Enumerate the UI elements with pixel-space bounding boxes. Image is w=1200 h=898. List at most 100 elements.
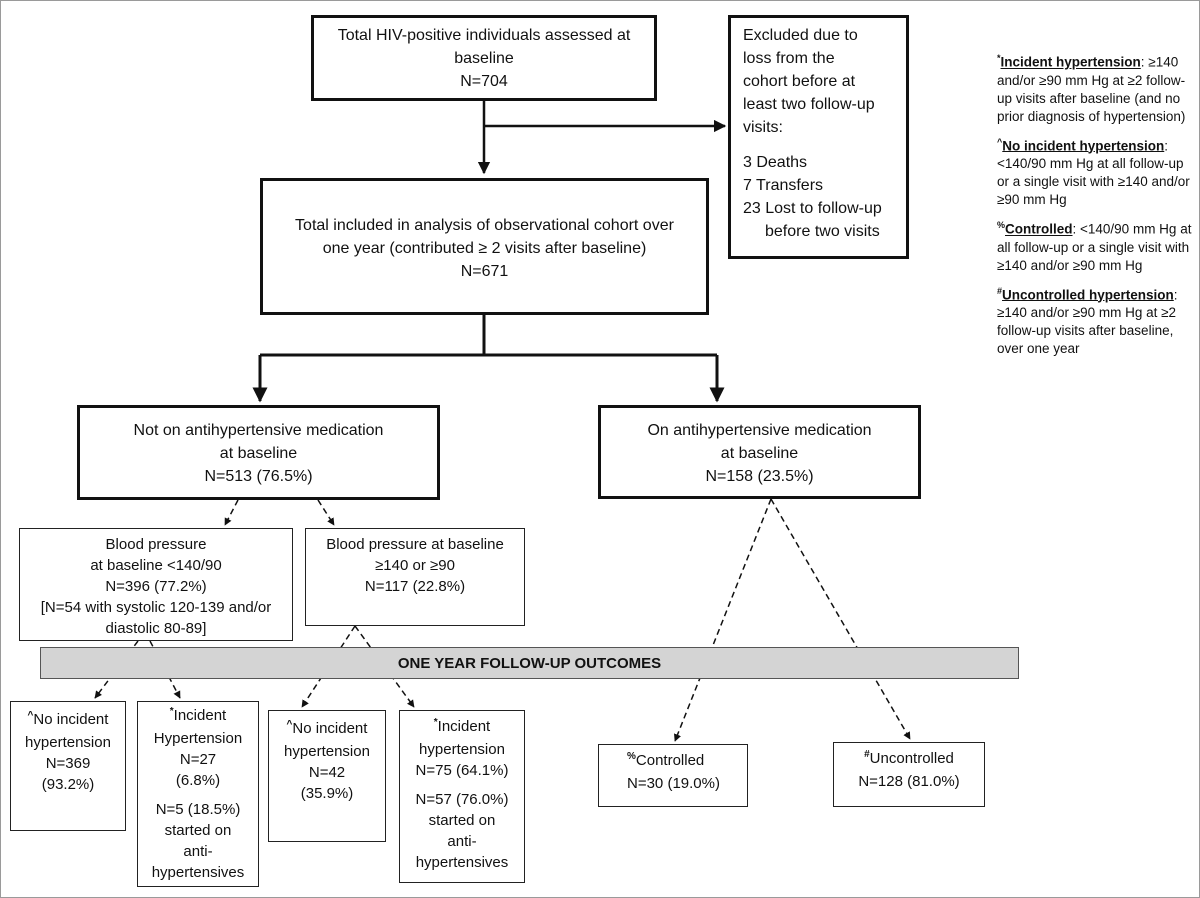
legend-definition: : <140/90 mm Hg at all follow-up or a si… <box>997 221 1192 273</box>
controlled-box: %Controlled N=30 (19.0%) <box>598 744 748 807</box>
no-incident-1-label: ^No incident <box>11 709 125 732</box>
total-included-count: N=671 <box>460 263 509 280</box>
no-incident-1-pct: (93.2%) <box>41 776 95 793</box>
excluded-line-2: loss from the <box>743 50 835 67</box>
incident-1-pct: (6.8%) <box>175 772 221 789</box>
no-incident-2-line-2: hypertension <box>284 743 370 760</box>
total-included-line-1: Total included in analysis of observatio… <box>295 217 674 234</box>
definitions-legend: *Incident hypertension: ≥140 and/or ≥90 … <box>997 49 1193 365</box>
no-incident-2-line-1: No incident <box>292 720 368 737</box>
legend-term: Incident hypertension <box>1000 54 1141 70</box>
incident-1-label: *Incident <box>138 705 258 728</box>
incident-1-line-2: Hypertension <box>153 730 243 747</box>
on-meds-line-1: On antihypertensive medication <box>647 422 872 439</box>
bp-high-count: N=117 (22.8%) <box>364 578 466 595</box>
excluded-deaths: 3 Deaths <box>743 154 808 171</box>
incident-1-extra-1: N=5 (18.5%) <box>155 801 241 818</box>
no-incident-2-pct: (35.9%) <box>300 785 354 802</box>
total-assessed-count: N=704 <box>460 73 508 90</box>
bp-normal-note-2: diastolic 80-89] <box>105 620 207 637</box>
bp-normal-count: N=396 (77.2%) <box>105 578 207 595</box>
bp-high-line-1: Blood pressure at baseline <box>326 536 504 553</box>
legend-symbol: ^ <box>997 136 1003 147</box>
no-incident-box-1: ^No incident hypertension N=369 (93.2%) <box>10 701 126 831</box>
controlled-line-1: Controlled <box>635 752 705 769</box>
total-assessed-line-1: Total HIV-positive individuals assessed … <box>337 27 631 44</box>
dashed-arrow-to-bp-normal <box>224 499 239 526</box>
excluded-line-1: Excluded due to <box>743 27 858 44</box>
symbol-percent: % <box>627 751 636 762</box>
uncontrolled-count: N=128 (81.0%) <box>858 773 960 790</box>
no-incident-1-line-2: hypertension <box>25 734 111 751</box>
on-meds-box: On antihypertensive medication at baseli… <box>598 405 921 499</box>
legend-definition: : <140/90 mm Hg at all follow-up or a si… <box>997 138 1190 207</box>
uncontrolled-box: #Uncontrolled N=128 (81.0%) <box>833 742 985 807</box>
not-on-meds-box: Not on antihypertensive medication at ba… <box>77 405 440 500</box>
incident-1-count: N=27 <box>179 751 217 768</box>
legend-symbol: % <box>997 220 1006 230</box>
incident-2-line-2: hypertension <box>419 741 505 758</box>
bp-high-box: Blood pressure at baseline ≥140 or ≥90 N… <box>305 528 525 626</box>
followup-banner: ONE YEAR FOLLOW-UP OUTCOMES <box>40 647 1019 679</box>
excluded-line-3: cohort before at <box>743 73 856 90</box>
legend-term: Uncontrolled hypertension <box>1002 287 1174 302</box>
bp-normal-box: Blood pressure at baseline <140/90 N=396… <box>19 528 293 641</box>
not-on-meds-line-1: Not on antihypertensive medication <box>133 422 384 439</box>
legend-entry-uncontrolled: #Uncontrolled hypertension: ≥140 and/or … <box>997 282 1193 359</box>
legend-symbol: * <box>997 53 1001 63</box>
legend-definition: : ≥140 and/or ≥90 mm Hg at ≥2 follow-up … <box>997 54 1186 124</box>
excluded-line-5: visits: <box>743 119 783 136</box>
incident-1-extra-2: started on <box>164 822 232 839</box>
excluded-lost: 23 Lost to follow-up <box>743 200 882 217</box>
incident-1-extra-3: anti- <box>183 843 213 860</box>
uncontrolled-label: #Uncontrolled <box>834 748 984 771</box>
incident-2-label: *Incident <box>400 716 524 739</box>
legend-definition: : ≥140 and/or ≥90 mm Hg at ≥2 follow-up … <box>997 287 1178 356</box>
excluded-box: Excluded due to loss from the cohort bef… <box>728 15 909 259</box>
symbol-caret-2: ^ <box>286 719 293 730</box>
legend-term: Controlled <box>1005 221 1073 237</box>
incident-2-extra-1: N=57 (76.0%) <box>415 791 509 808</box>
total-assessed-box: Total HIV-positive individuals assessed … <box>311 15 657 101</box>
no-incident-2-label: ^No incident <box>269 718 385 741</box>
excluded-lost-continuation: before two visits <box>765 223 880 240</box>
uncontrolled-line-1: Uncontrolled <box>869 750 954 767</box>
dashed-arrow-to-bp-high <box>317 499 335 526</box>
legend-symbol: # <box>997 285 1003 296</box>
legend-entry-incident: *Incident hypertension: ≥140 and/or ≥90 … <box>997 49 1193 126</box>
legend-entry-controlled: %Controlled: <140/90 mm Hg at all follow… <box>997 216 1193 275</box>
incident-2-extra-3: anti- <box>447 833 477 850</box>
on-meds-line-2: at baseline <box>720 445 799 462</box>
symbol-caret: ^ <box>27 710 34 721</box>
symbol-hash: # <box>864 749 870 760</box>
bp-high-line-2: ≥140 or ≥90 <box>375 557 455 574</box>
bp-normal-note-1: [N=54 with systolic 120-139 and/or <box>40 599 272 616</box>
total-assessed-line-2: baseline <box>454 50 514 67</box>
dashed-arrow-to-no-incident-2 <box>301 625 356 708</box>
on-meds-count: N=158 (23.5%) <box>705 468 814 485</box>
bp-normal-line-1: Blood pressure <box>105 536 207 553</box>
no-incident-2-count: N=42 <box>308 764 346 781</box>
not-on-meds-line-2: at baseline <box>219 445 298 462</box>
legend-entry-no-incident: ^No incident hypertension: <140/90 mm Hg… <box>997 133 1193 210</box>
not-on-meds-count: N=513 (76.5%) <box>204 468 313 485</box>
legend-term: No incident hypertension <box>1002 138 1165 153</box>
dashed-arrow-to-controlled <box>674 498 772 742</box>
incident-1-extra-4: hypertensives <box>151 864 245 881</box>
incident-2-extra-2: started on <box>428 812 496 829</box>
bp-normal-line-2: at baseline <140/90 <box>90 557 222 574</box>
controlled-label: %Controlled <box>627 750 747 773</box>
no-incident-1-line-1: No incident <box>33 711 109 728</box>
controlled-count: N=30 (19.0%) <box>627 775 720 792</box>
excluded-line-4: least two follow-up <box>743 96 875 113</box>
incident-2-extra-4: hypertensives <box>415 854 509 871</box>
incident-2-line-1: Incident <box>437 718 491 735</box>
no-incident-1-count: N=369 <box>45 755 91 772</box>
total-included-line-2: one year (contributed ≥ 2 visits after b… <box>322 240 647 257</box>
incident-1-line-1: Incident <box>173 707 227 724</box>
total-included-box: Total included in analysis of observatio… <box>260 178 709 315</box>
incident-box-1: *Incident Hypertension N=27 (6.8%) N=5 (… <box>137 701 259 887</box>
dashed-arrow-to-uncontrolled <box>770 498 911 740</box>
symbol-asterisk-2: * <box>433 717 438 728</box>
